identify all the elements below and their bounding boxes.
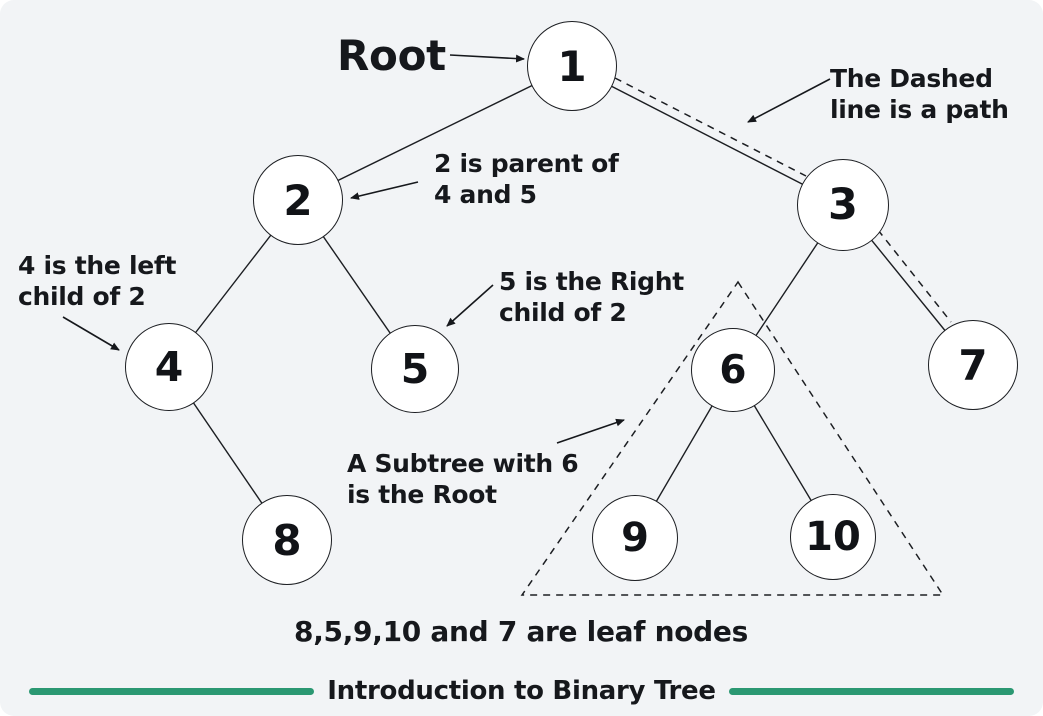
tree-node-8: 8 [242, 495, 332, 585]
tree-node-7: 7 [928, 320, 1018, 410]
tree-node-2: 2 [253, 155, 343, 245]
arrows-group [62, 54, 831, 444]
footer-rule-right [728, 687, 1015, 695]
tree-node-6: 6 [691, 328, 775, 412]
root-label: Root [337, 31, 446, 80]
tree-node-5: 5 [371, 325, 459, 413]
parent-note-arrow [350, 181, 419, 200]
tree-node-4: 4 [125, 323, 213, 411]
tree-node-10: 10 [790, 494, 876, 580]
left-child-arrow [62, 316, 120, 351]
tree-edge-1-3 [571, 65, 844, 206]
footer-title: Introduction to Binary Tree [327, 676, 716, 706]
subtree-note: A Subtree with 6 is the Root [347, 449, 579, 509]
parent-note: 2 is parent of 4 and 5 [434, 149, 619, 209]
dashed-note-arrow [747, 78, 831, 123]
root-arrow [449, 54, 525, 63]
footer-rule-left [29, 687, 315, 695]
right-child-arrow [446, 284, 494, 327]
dashed-path-group [614, 77, 952, 323]
subtree-arrow [556, 418, 625, 444]
path-dashed-segment-1 [614, 77, 807, 177]
dashed-path-note: The Dashed line is a path [830, 64, 1009, 124]
subtree-triangle-group [520, 280, 945, 596]
leaf-nodes-note: 8,5,9,10 and 7 are leaf nodes [294, 615, 748, 648]
left-child-note: 4 is the left child of 2 [18, 251, 177, 311]
tree-node-3: 3 [797, 159, 889, 251]
footer-caption: Introduction to Binary Tree [0, 676, 1043, 706]
path-dashed-segment-2 [877, 229, 952, 323]
tree-node-1: 1 [527, 21, 617, 111]
tree-edge-1-2 [297, 65, 573, 201]
tree-node-9: 9 [592, 495, 678, 581]
subtree-triangle [520, 280, 945, 596]
right-child-note: 5 is the Right child of 2 [499, 267, 684, 327]
